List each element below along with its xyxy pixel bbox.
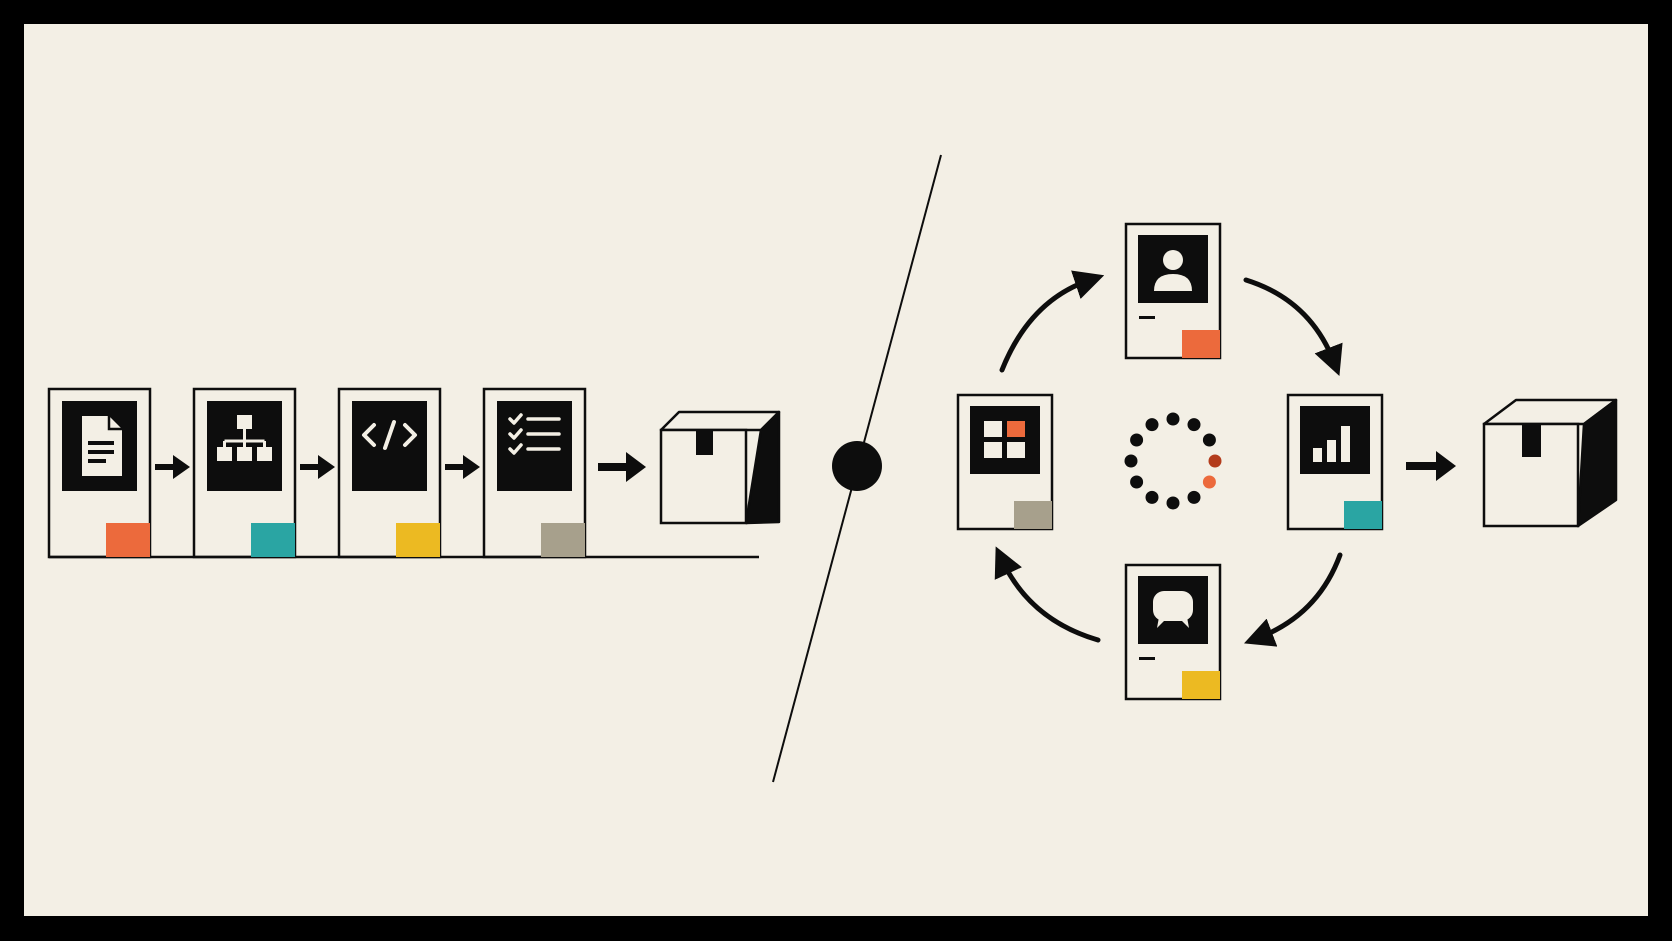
checklist-icon — [508, 413, 561, 455]
node-color-swatch — [1344, 501, 1382, 529]
arrow-right-icon — [598, 452, 646, 482]
arrow-right-icon — [445, 455, 480, 479]
stage-card — [47, 387, 152, 559]
cycle-arrows — [994, 270, 1343, 647]
node-icon-panel — [970, 406, 1040, 474]
stage-icon-panel — [352, 401, 427, 491]
stage-color-swatch — [251, 523, 295, 557]
spinner-dot — [1130, 475, 1144, 489]
node-text-line — [1139, 657, 1155, 660]
node-card — [1124, 222, 1222, 360]
waterfall-stage-1 — [47, 387, 152, 559]
spinner-dot — [1166, 412, 1180, 426]
waterfall-stage-3 — [337, 387, 442, 559]
curved-arrow-icon — [1243, 552, 1343, 647]
stage-card — [192, 387, 297, 559]
arrow-right-icon — [1406, 451, 1456, 481]
node-card — [956, 393, 1054, 531]
bar-chart-icon — [1313, 426, 1350, 462]
document-icon — [82, 416, 122, 476]
divider-dot — [832, 441, 882, 491]
speech-bubble-icon — [1153, 591, 1193, 628]
stage-icon-panel — [497, 401, 572, 491]
loading-spinner-icon — [1124, 412, 1222, 510]
node-card — [1286, 393, 1384, 531]
spinner-dot — [1145, 418, 1159, 432]
spinner-dot — [1130, 433, 1144, 447]
cycle-node-top — [1124, 222, 1222, 360]
waterfall-stage-2 — [192, 387, 297, 559]
spinner-dot — [1187, 418, 1201, 432]
cycle-node-left — [956, 393, 1054, 531]
curved-arrow-icon — [999, 270, 1105, 373]
comparison-divider — [772, 154, 942, 783]
curved-arrow-icon — [994, 546, 1101, 643]
spinner-dot — [1208, 454, 1222, 468]
node-text-line — [1139, 316, 1155, 319]
node-card — [1124, 563, 1222, 701]
spinner-dot — [1124, 454, 1138, 468]
spinner-dot — [1145, 490, 1159, 504]
waterfall-process — [47, 387, 781, 559]
code-icon — [362, 420, 417, 450]
stage-card — [337, 387, 442, 559]
stage-color-swatch — [396, 523, 440, 557]
grid-icon — [984, 421, 1025, 458]
stage-color-swatch — [106, 523, 150, 557]
box-icon — [1482, 398, 1618, 528]
hierarchy-icon — [217, 415, 272, 461]
cycle-node-right — [1286, 393, 1384, 531]
node-color-swatch — [1182, 671, 1220, 699]
spinner-dot — [1202, 433, 1216, 447]
spinner-dot — [1166, 496, 1180, 510]
arrow-right-icon — [300, 455, 335, 479]
node-color-swatch — [1014, 501, 1052, 529]
curved-arrow-icon — [1243, 277, 1343, 376]
stage-color-swatch — [541, 523, 585, 557]
iterative-cycle — [956, 222, 1618, 701]
spinner-dot — [1202, 475, 1216, 489]
user-icon — [1154, 250, 1192, 291]
cycle-node-bottom — [1124, 563, 1222, 701]
arrow-right-icon — [155, 455, 190, 479]
stage-card — [482, 387, 587, 559]
waterfall-arrows — [155, 452, 646, 482]
waterfall-stage-4 — [482, 387, 587, 559]
box-icon — [659, 410, 781, 525]
spinner-dot — [1187, 490, 1201, 504]
node-color-swatch — [1182, 330, 1220, 358]
